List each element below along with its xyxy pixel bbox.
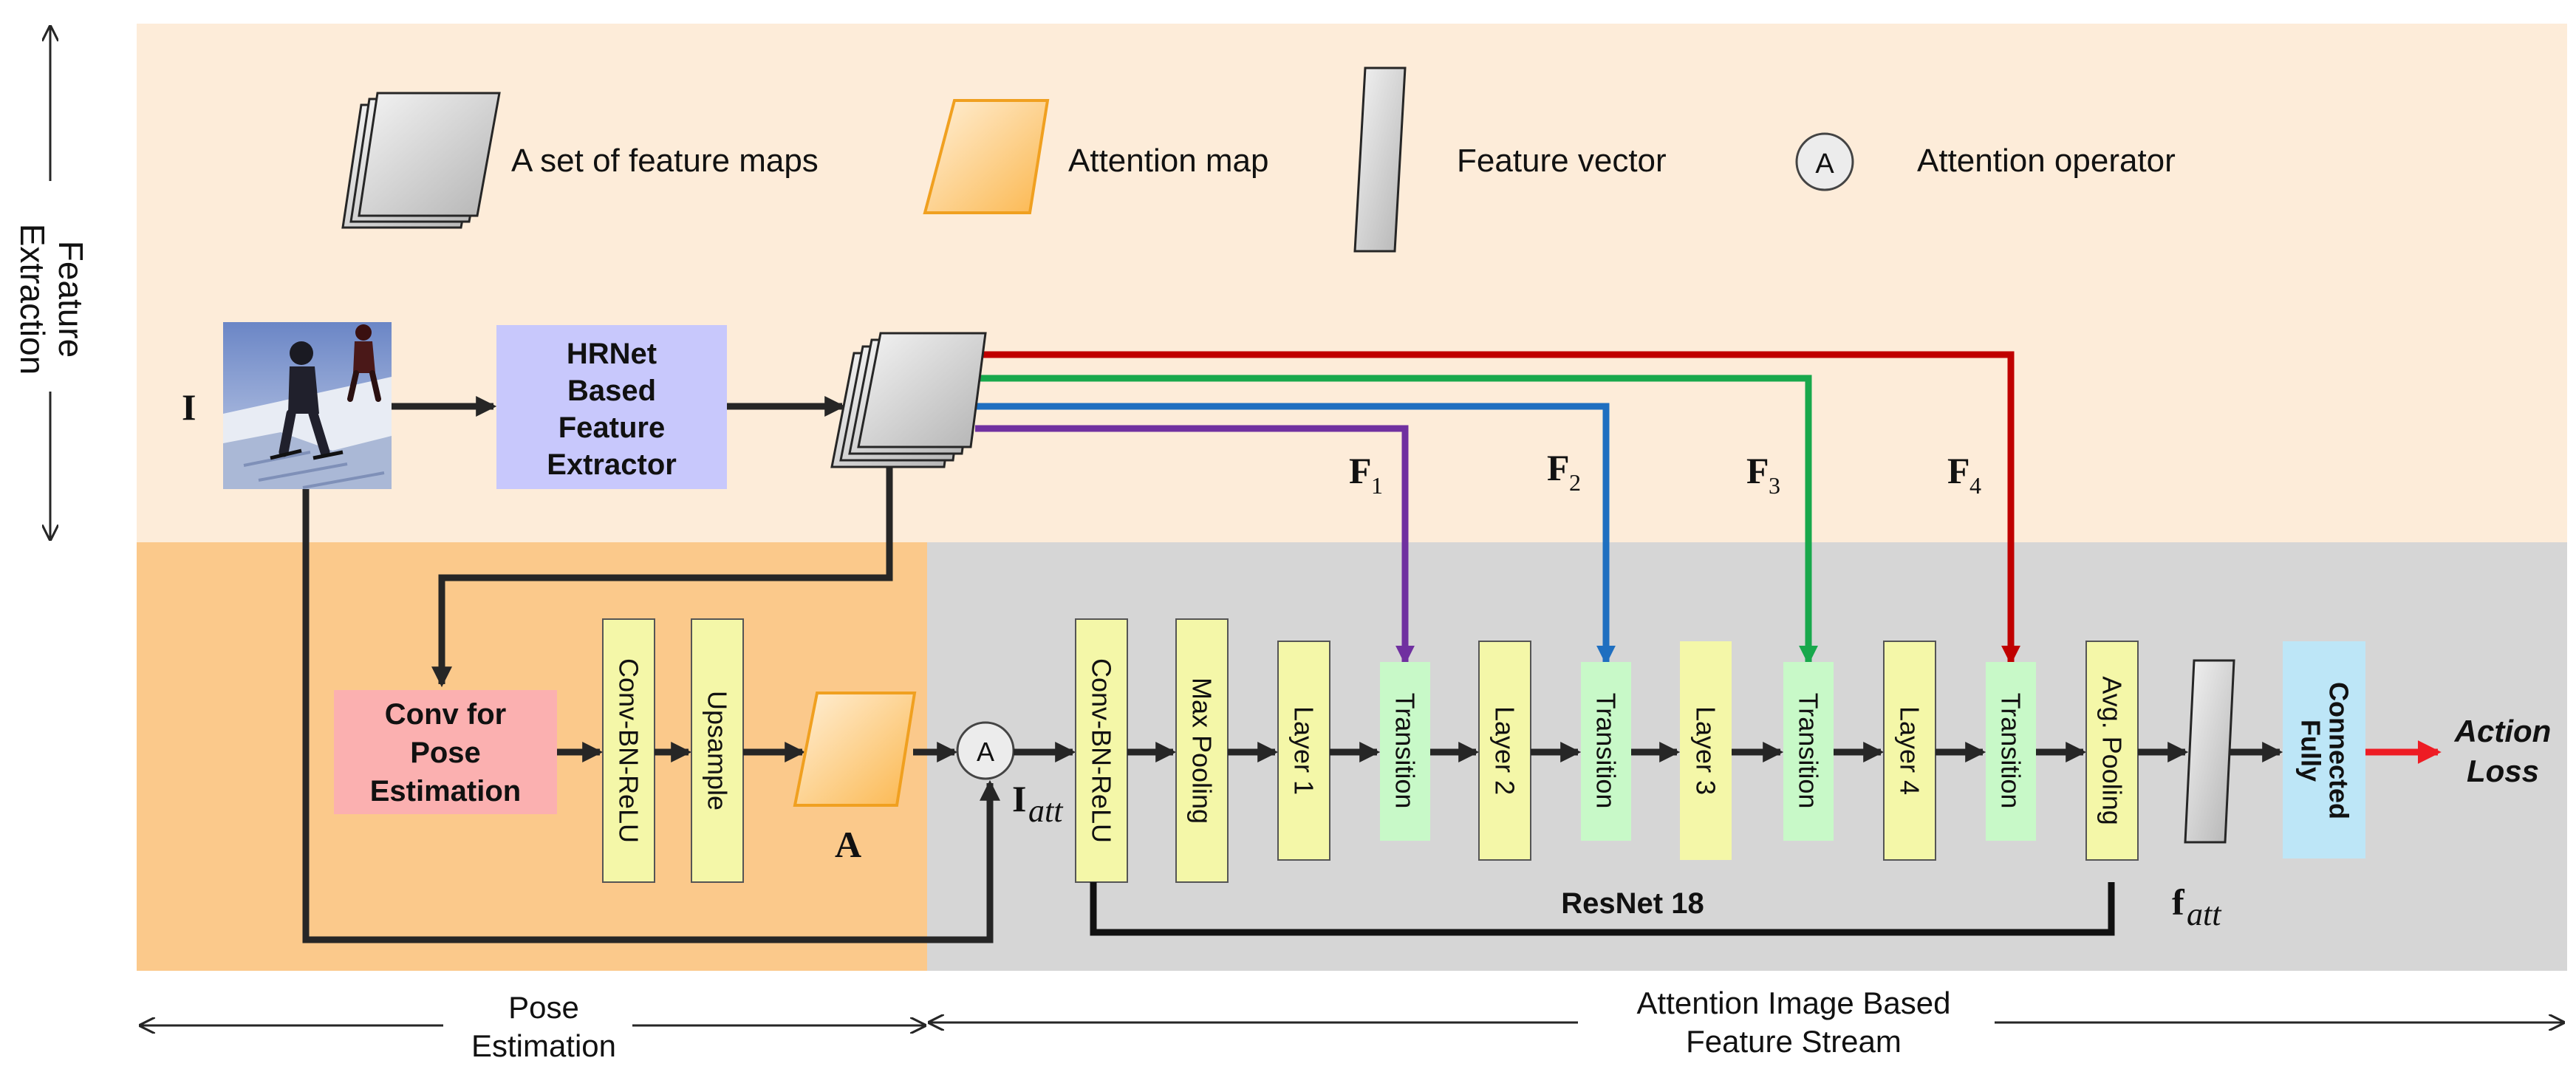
layer1-block: Layer 1 — [1277, 641, 1330, 861]
svg-text:Conv-BN-ReLU: Conv-BN-ReLU — [1087, 658, 1117, 843]
legend-feature-maps-label: A set of feature maps — [511, 143, 819, 179]
svg-text:Upsample: Upsample — [703, 691, 733, 810]
layer3-block: Layer 3 — [1680, 641, 1732, 860]
hrnet-feature-maps — [830, 332, 987, 468]
legend-feature-maps-icon — [341, 92, 501, 229]
legend-attention-operator-symbol: A — [1815, 148, 1834, 180]
svg-text:Max Pooling: Max Pooling — [1187, 677, 1217, 824]
svg-text:F: F — [1746, 450, 1769, 491]
feature-line-f3 — [975, 375, 1818, 665]
svg-text:Layer 1: Layer 1 — [1289, 706, 1319, 795]
action-loss-line1: Action — [2454, 714, 2552, 748]
svg-text:4: 4 — [1969, 472, 1981, 499]
svg-text:F: F — [1947, 450, 1970, 491]
label-f4: F 4 — [1947, 450, 1981, 499]
transition1-block: Transition — [1380, 662, 1430, 841]
pose-cbr-block: Conv-BN-ReLU — [602, 618, 655, 883]
svg-text:Layer 3: Layer 3 — [1691, 706, 1721, 795]
svg-text:Transition: Transition — [1591, 693, 1622, 809]
pose-span-line1: Pose — [508, 990, 579, 1025]
resnet-label: ResNet 18 — [1561, 887, 1704, 920]
f-att-label: f att — [2172, 881, 2222, 932]
svg-text:att: att — [1028, 793, 1064, 829]
conv-pose-line2: Pose — [410, 737, 481, 769]
transition3-block: Transition — [1783, 662, 1834, 841]
transition2-block: Transition — [1581, 662, 1631, 841]
svg-text:Layer 4: Layer 4 — [1895, 706, 1925, 795]
legend-attention-operator-label: Attention operator — [1917, 143, 2176, 179]
i-att-label: I att — [1012, 778, 1064, 829]
transition4-block: Transition — [1986, 662, 2036, 841]
svg-text:Avg. Pooling: Avg. Pooling — [2097, 676, 2128, 825]
pose-span-line2: Estimation — [471, 1028, 616, 1063]
hrnet-line1: HRNet — [567, 338, 657, 370]
svg-text:Transition: Transition — [1794, 693, 1824, 809]
arrow-image-to-operator — [302, 489, 1000, 943]
svg-text:I: I — [1012, 778, 1026, 819]
svg-text:2: 2 — [1569, 469, 1581, 496]
input-symbol: I — [182, 386, 196, 428]
svg-text:Layer 2: Layer 2 — [1490, 706, 1520, 795]
side-label: Feature Extraction — [13, 224, 90, 375]
hrnet-line3: Feature — [558, 412, 666, 444]
layer4-block: Layer 4 — [1883, 641, 1936, 861]
svg-text:Transition: Transition — [1996, 693, 2026, 809]
svg-text:Connected: Connected — [2324, 682, 2354, 819]
legend-feature-vector-icon — [1353, 66, 1407, 253]
feature-line-f4 — [975, 351, 2020, 665]
upsample-block: Upsample — [691, 618, 744, 883]
hrnet-line4: Extractor — [547, 448, 677, 481]
svg-text:Conv-BN-ReLU: Conv-BN-ReLU — [614, 658, 644, 843]
hrnet-line2: Based — [567, 375, 656, 407]
layer2-block: Layer 2 — [1478, 641, 1531, 861]
label-f3: F 3 — [1746, 450, 1780, 499]
label-f2: F 2 — [1547, 447, 1581, 496]
svg-text:1: 1 — [1371, 472, 1383, 499]
side-label-line1: Feature — [52, 241, 90, 358]
svg-text:F: F — [1547, 447, 1570, 488]
arrow-featuremaps-to-pose — [431, 467, 893, 688]
svg-text:F: F — [1349, 450, 1372, 491]
svg-text:f: f — [2172, 881, 2185, 923]
avgpool-block: Avg. Pooling — [2085, 641, 2139, 861]
side-label-line2: Extraction — [13, 224, 52, 375]
input-image — [223, 322, 392, 489]
svg-text:3: 3 — [1769, 472, 1780, 499]
legend-attention-map-icon — [923, 99, 1050, 214]
label-f1: F 1 — [1349, 450, 1383, 499]
maxpool-block: Max Pooling — [1175, 618, 1229, 883]
resnet-cbr-block: Conv-BN-ReLU — [1075, 618, 1128, 883]
hrnet-block — [496, 325, 727, 489]
legend-attention-operator-icon — [1795, 132, 1854, 191]
legend-attention-map-label: Attention map — [1068, 143, 1269, 179]
conv-pose-line1: Conv for — [385, 698, 506, 731]
action-loss-line2: Loss — [2467, 754, 2539, 788]
stream-span-line2: Feature Stream — [1686, 1024, 1902, 1059]
feature-line-f1 — [975, 425, 1415, 665]
legend-feature-vector-label: Feature vector — [1457, 143, 1667, 179]
attention-map — [793, 692, 917, 807]
fully-connected-block: Fully Connected — [2283, 641, 2365, 858]
conv-pose-block — [334, 690, 557, 814]
svg-text:Transition: Transition — [1390, 693, 1421, 809]
svg-text:Fully: Fully — [2296, 720, 2326, 782]
conv-pose-line3: Estimation — [370, 775, 521, 808]
svg-text:att: att — [2187, 896, 2222, 932]
attention-map-symbol: A — [835, 824, 861, 865]
feature-line-f2 — [975, 403, 1616, 665]
feature-vector — [2184, 659, 2235, 844]
stream-span-line1: Attention Image Based — [1637, 986, 1951, 1020]
resnet-bracket — [1090, 882, 2115, 936]
attention-operator-symbol: A — [977, 737, 994, 767]
